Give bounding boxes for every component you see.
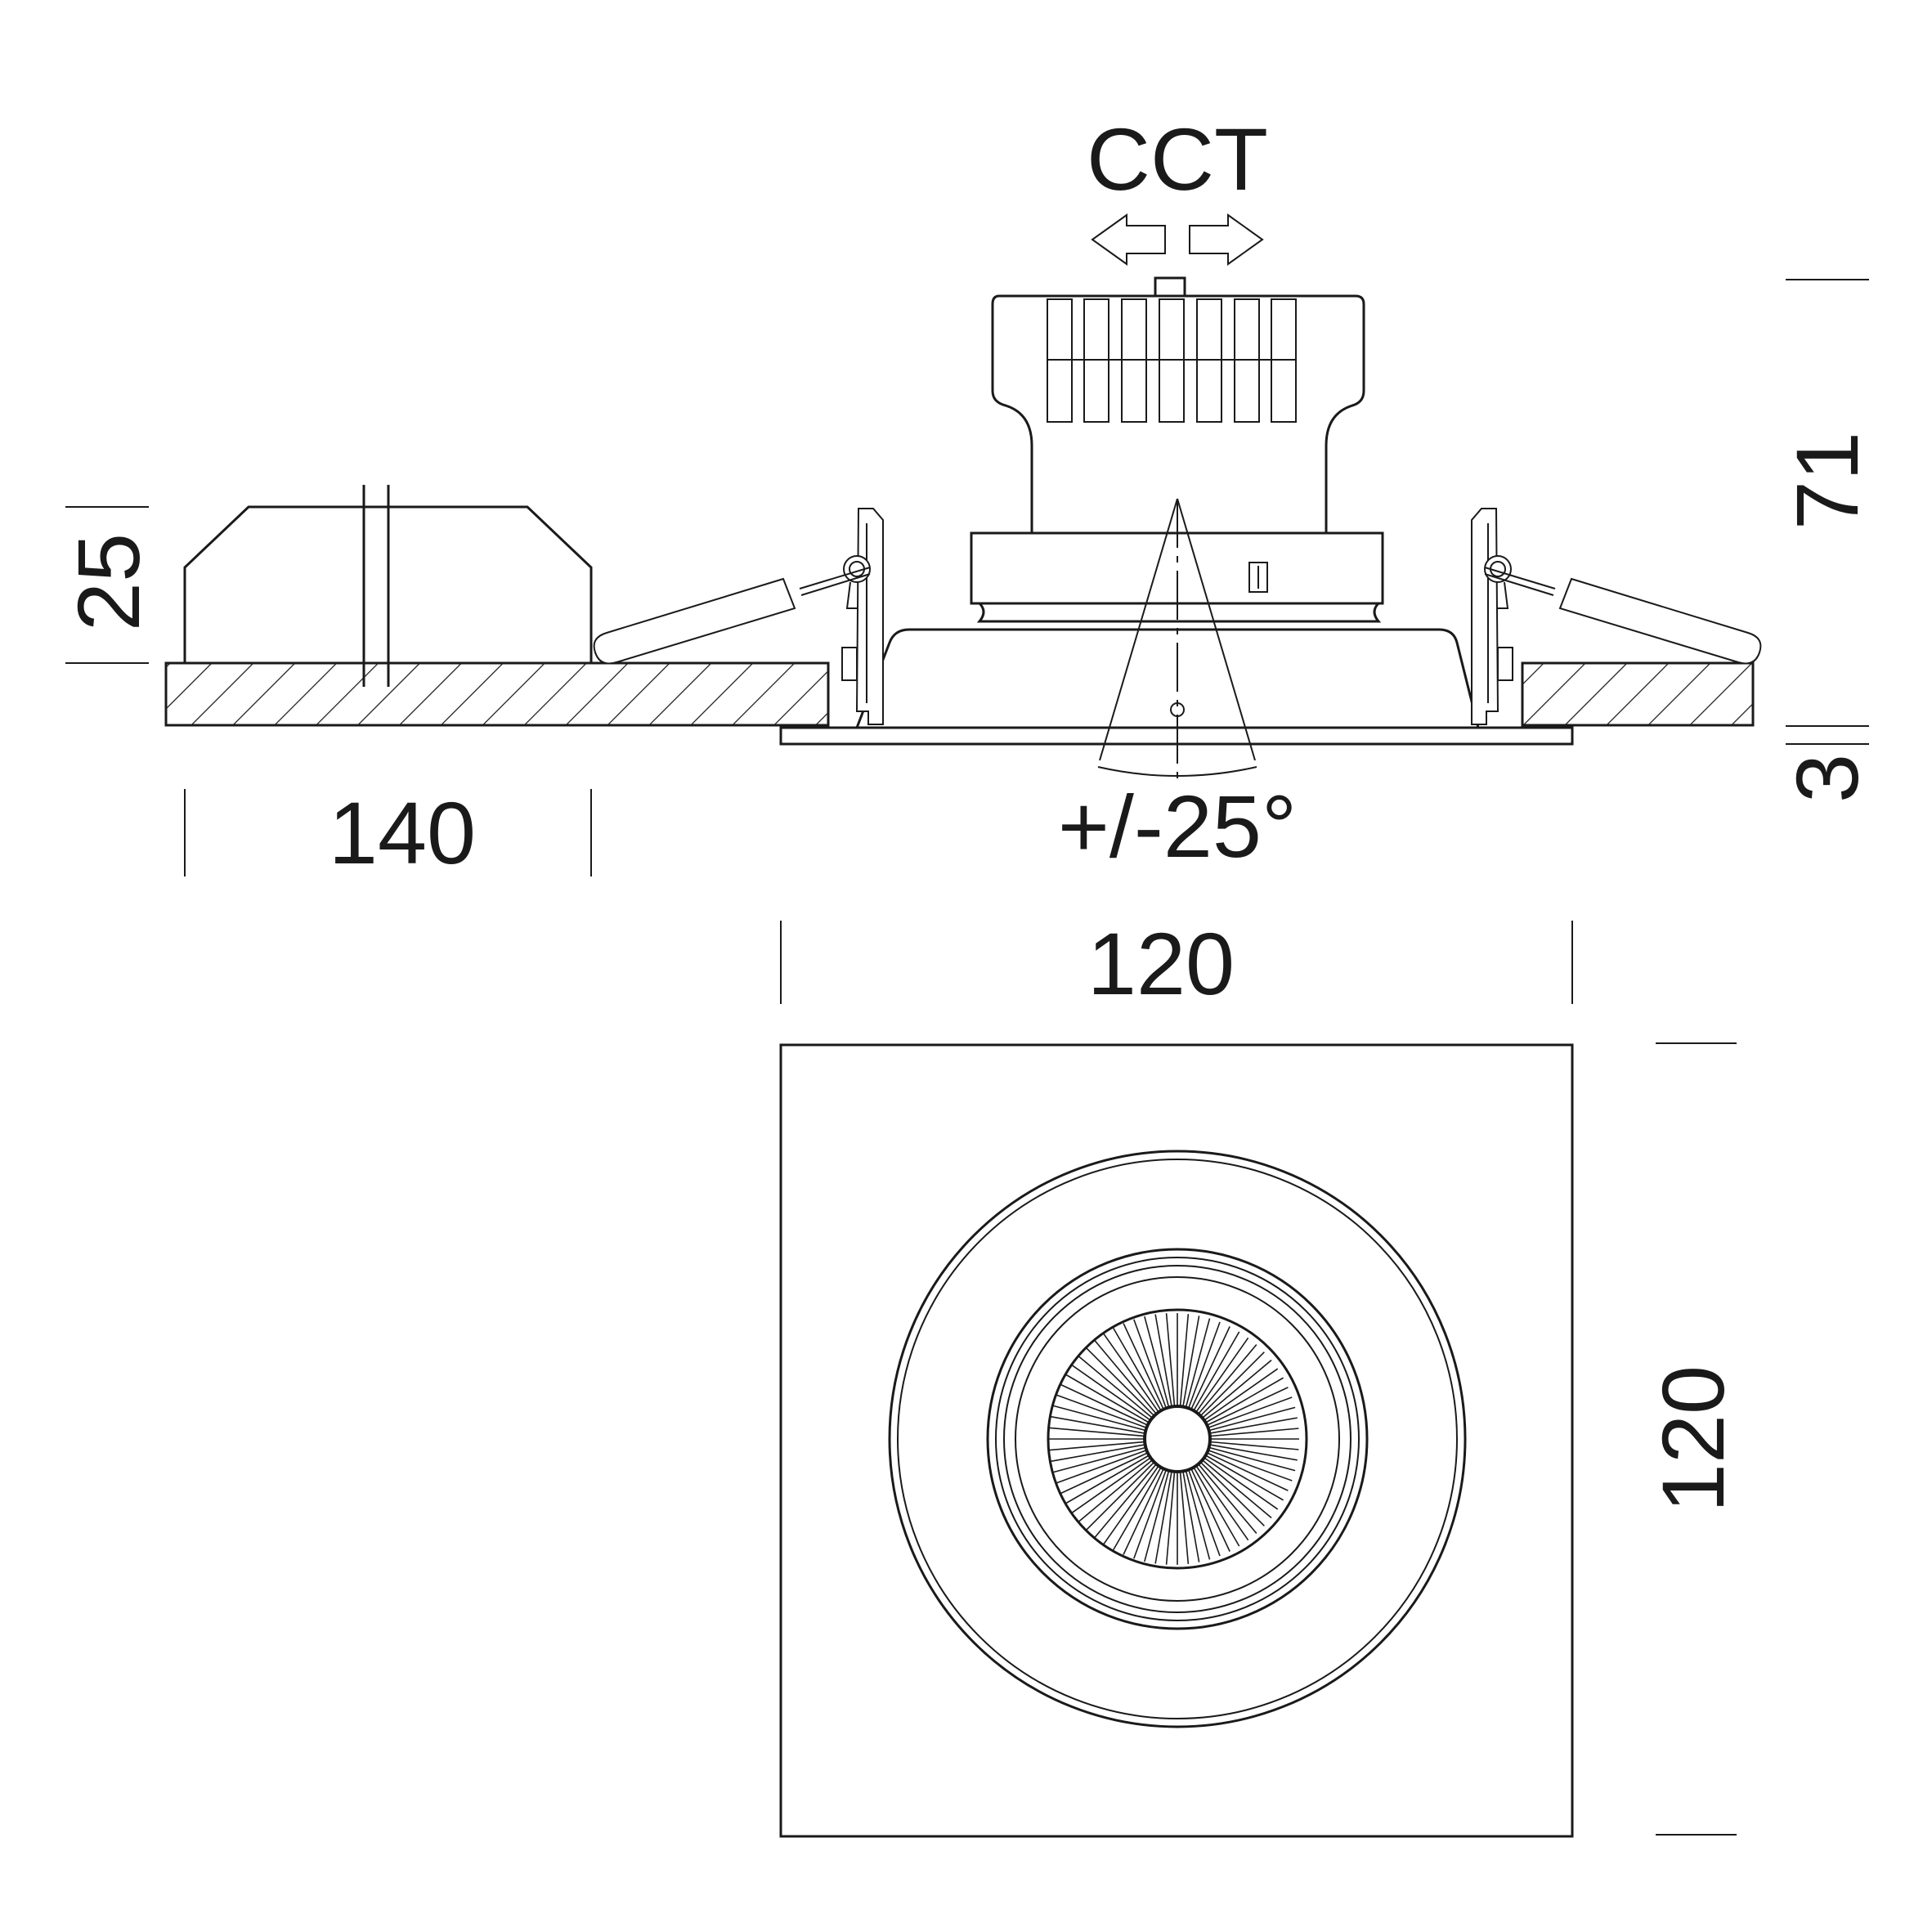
lens-ray [1182,1471,1201,1565]
spring-clip-left [593,508,884,725]
lens-ray [1142,1470,1170,1565]
lens-ray [1195,1331,1253,1413]
round-rings [888,1150,1467,1728]
lens-ray [1190,1320,1234,1410]
lens-ray [1064,1455,1150,1505]
lens-ray [1048,1415,1145,1434]
lens-ray [1209,1415,1299,1434]
dimension-140 [184,789,592,876]
lens-ray [1202,1459,1279,1524]
lens-ray [1092,1464,1157,1540]
lens-ray [1206,1452,1297,1495]
lens-ray [1198,1464,1262,1540]
lens-ray [1165,1313,1176,1407]
ceiling-section [164,661,1755,727]
lens-ray [1205,1373,1291,1423]
lens-ray [1084,1461,1155,1532]
lens-ray [1142,1313,1170,1408]
dimension-71 [1786,279,1869,727]
lens-ray [1208,1393,1299,1429]
lens-ray [1047,1441,1145,1451]
dimension-3-label: 3 [1777,754,1876,803]
tilt-cone [1097,498,1257,785]
tilt-label: +/-25° [1058,777,1297,876]
lens-ray [1179,1313,1190,1407]
lens-ray [1193,1325,1244,1411]
lens-ray [1069,1363,1151,1421]
lens-ray [1209,1427,1299,1437]
cct-arrows-icon [1091,213,1264,266]
lens-ray [1205,1455,1291,1505]
lens-ray [1185,1313,1213,1408]
lens-ray [1058,1383,1149,1426]
lens-ray [1121,1320,1164,1410]
dimension-width-label: 120 [1087,914,1235,1013]
lens-ray [1182,1313,1201,1407]
lens-ray [1202,1354,1279,1419]
lens-reflector [1047,1313,1299,1565]
lens-ray [1111,1467,1162,1553]
lens-ray [1051,1404,1146,1432]
lens-ray [1195,1465,1253,1547]
heat-sink-fins [1047,298,1297,423]
lens-ray [1209,1444,1299,1463]
side-view: CCT [59,110,1876,882]
lens-ray [1199,1461,1271,1532]
lens-ray [1121,1468,1164,1558]
lens-ray [1198,1338,1262,1414]
dimension-depth-label: 120 [1643,1365,1742,1513]
top-view: 120 120 [779,914,1742,1838]
lens-ray [1092,1338,1157,1414]
lens-ray [1111,1325,1162,1411]
lens-ray [1154,1313,1172,1407]
cct-label: CCT [1087,110,1268,208]
led-center [1143,1405,1212,1473]
lens-ray [1204,1457,1285,1515]
lens-ray [1064,1373,1150,1423]
lens-ray [1054,1449,1147,1485]
lens-ray [1204,1363,1285,1421]
lens-ray [1185,1470,1213,1565]
lens-ray [1069,1457,1151,1515]
spring-clip-right [1471,508,1762,725]
dimension-71-label: 71 [1777,432,1876,530]
lens-ray [1209,1441,1299,1451]
lens-ray [1051,1446,1146,1474]
lens-ray [1165,1471,1176,1565]
lens-ray [1048,1444,1145,1463]
lens-ray [1187,1469,1223,1562]
lens-ray [1058,1452,1149,1495]
lens-ray [1047,1427,1145,1437]
lens-ray [1208,1449,1299,1485]
dimension-140-label: 140 [329,783,476,882]
lens-ray [1101,1331,1159,1413]
square-trim [779,1043,1574,1838]
lens-ray [1101,1465,1159,1547]
lens-ray [1208,1404,1299,1432]
lens-ray [1154,1471,1172,1565]
lens-ray [1179,1471,1190,1565]
lens-ray [1054,1393,1147,1429]
dimension-width [780,921,1573,1004]
lens-ray [1076,1459,1153,1524]
dimension-25 [65,506,149,664]
dimension-depth [1656,1042,1737,1836]
lens-ray [1190,1468,1234,1558]
dimension-25-label: 25 [59,533,158,631]
heat-sink [991,276,1365,535]
lens-ray [1199,1346,1271,1417]
lens-ray [1076,1354,1153,1419]
lens-ray [1187,1316,1223,1409]
lens-ray [1206,1383,1297,1426]
lens-ray [1084,1346,1155,1417]
lens-ray [1132,1316,1168,1409]
lens-ray [1208,1446,1299,1474]
lens-ray [1132,1469,1168,1562]
driver-box [183,485,593,687]
lens-ray [1193,1467,1244,1553]
